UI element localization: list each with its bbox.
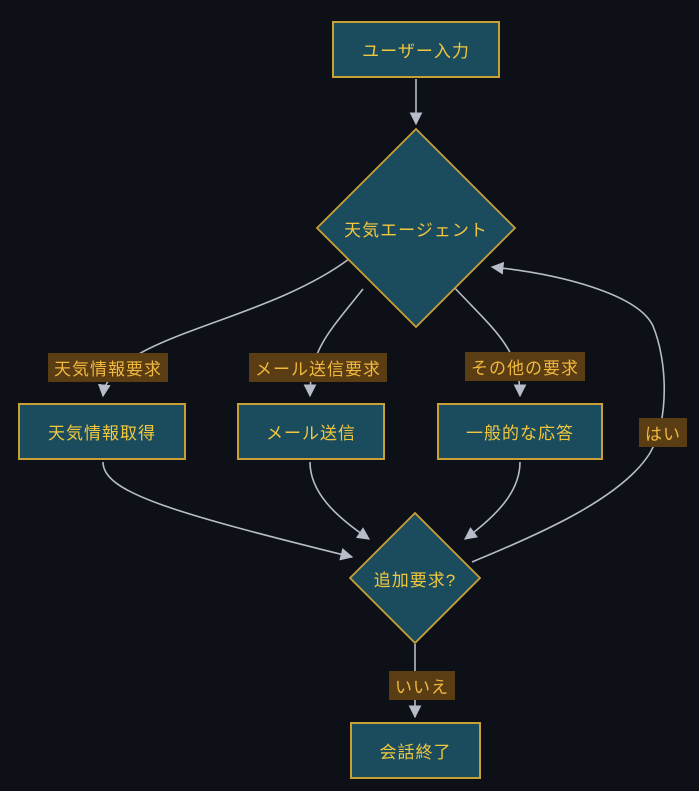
edge-send-mail-to-additional-request xyxy=(309,461,371,540)
edge-additional-request-to-weather-agent-yes xyxy=(471,261,666,563)
weather-agent-diamond xyxy=(315,127,517,329)
node-send-mail: メール送信 xyxy=(237,403,385,460)
node-end-conversation: 会話終了 xyxy=(350,722,481,779)
edge-label-other-request: その他の要求 xyxy=(465,352,585,381)
edge-label-weather-info-request: 天気情報要求 xyxy=(48,353,168,382)
edge-general-response-to-additional-request xyxy=(463,461,521,540)
edge-get-weather-info-to-additional-request xyxy=(102,461,354,561)
edge-label-yes: はい xyxy=(639,418,687,447)
additional-request-diamond xyxy=(348,511,482,645)
node-get-weather-info: 天気情報取得 xyxy=(18,403,186,460)
node-user-input: ユーザー入力 xyxy=(332,21,500,78)
node-general-response: 一般的な応答 xyxy=(437,403,603,460)
edge-label-mail-send-request: メール送信要求 xyxy=(249,353,387,382)
edge-weather-agent-to-general-response xyxy=(451,284,527,398)
edge-label-no: いいえ xyxy=(389,671,455,700)
